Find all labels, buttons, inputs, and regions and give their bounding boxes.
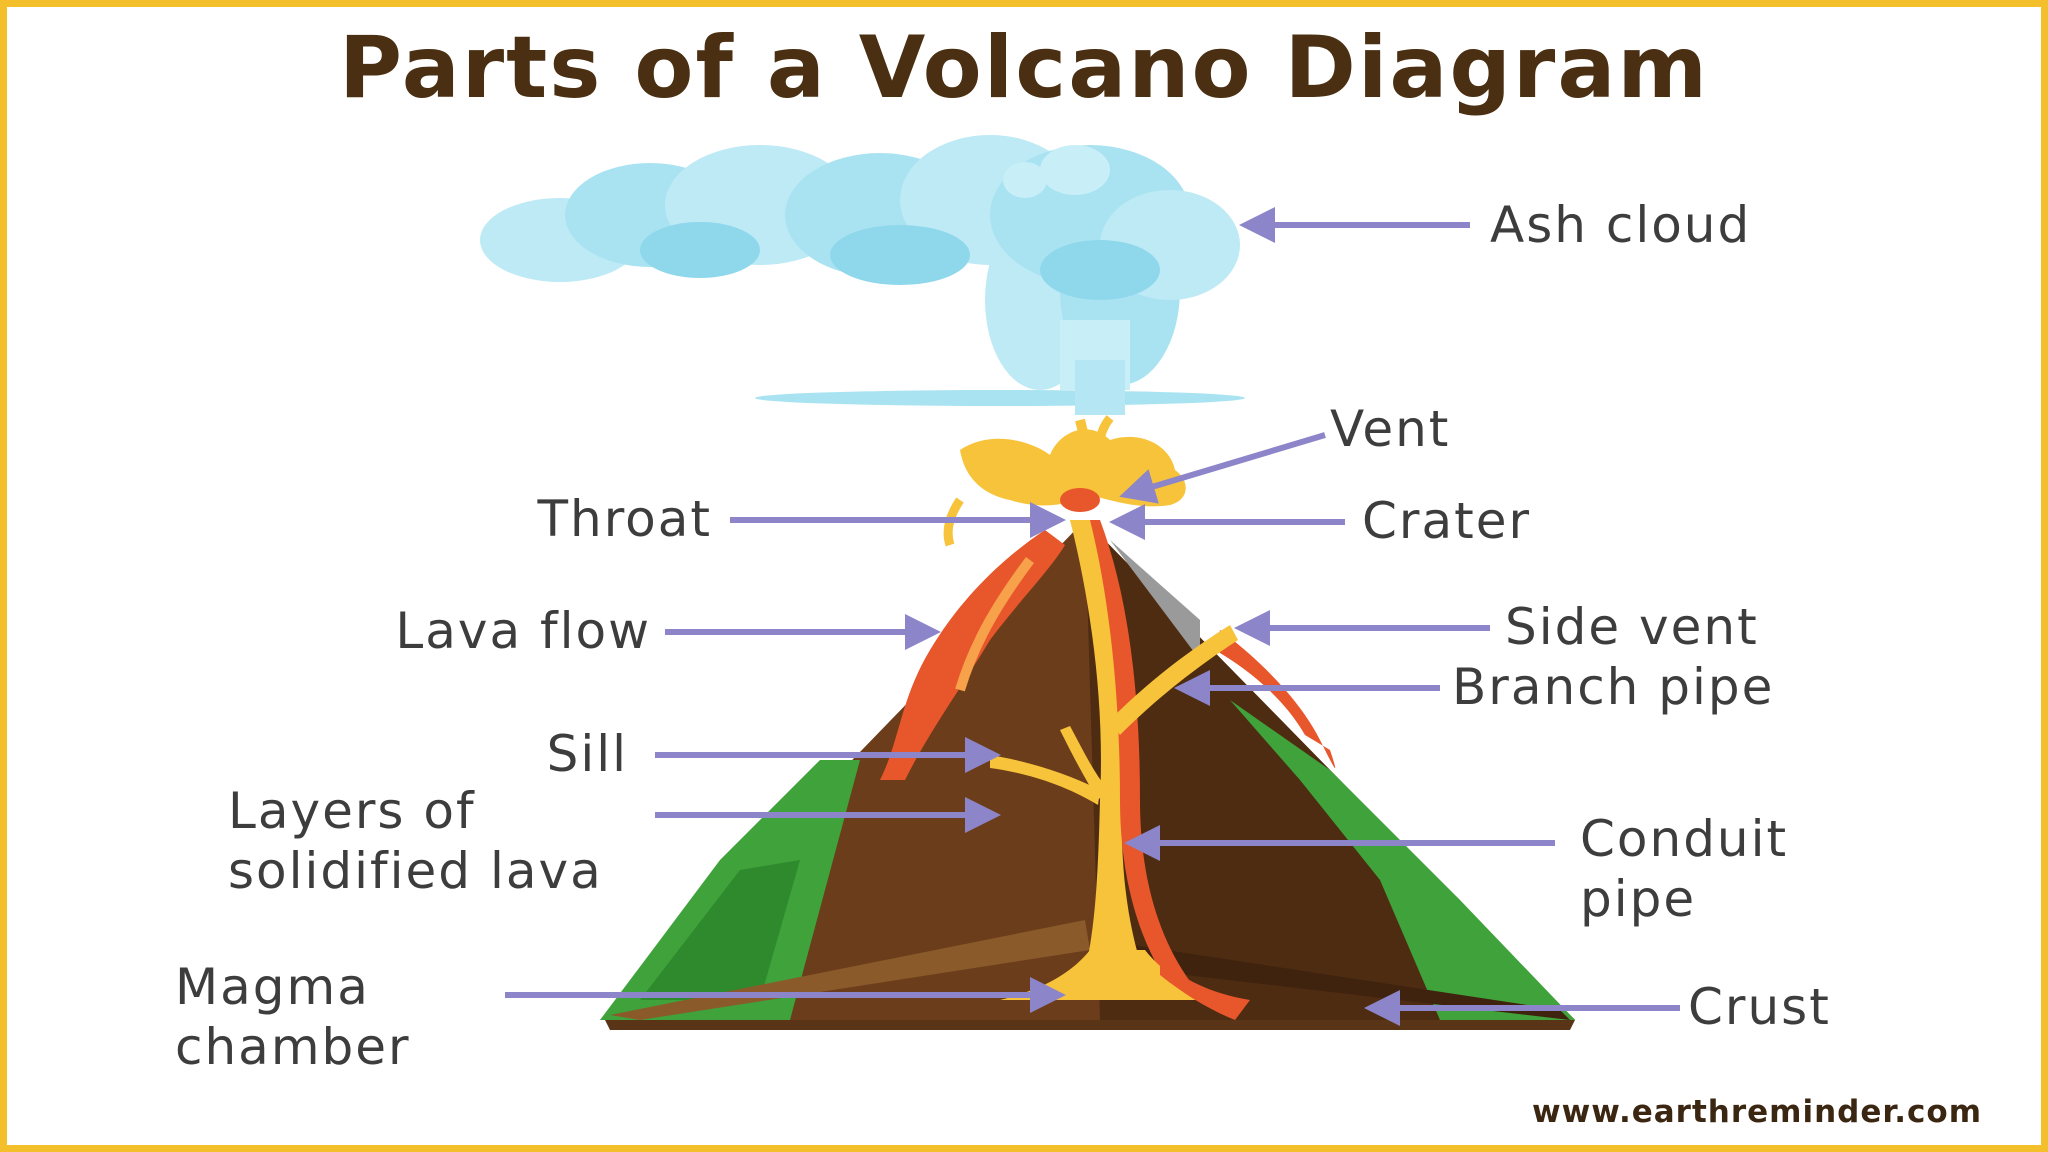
label-side-vent: Side vent	[1505, 598, 1759, 656]
label-magma-line1: Magma	[175, 958, 370, 1016]
label-crater: Crater	[1362, 492, 1532, 550]
label-throat: Throat	[537, 490, 712, 548]
label-layers-line2: solidified lava	[228, 842, 603, 900]
label-branch-pipe: Branch pipe	[1452, 658, 1775, 716]
label-layers-line1: Layers of	[228, 782, 476, 840]
label-conduit-line1: Conduit	[1580, 810, 1789, 868]
ash-cloud-graphic	[480, 135, 1245, 415]
vent-eruption-graphic	[943, 415, 1186, 547]
label-conduit-line2: pipe	[1580, 870, 1697, 928]
label-vent: Vent	[1330, 400, 1451, 458]
label-crust: Crust	[1688, 978, 1831, 1036]
label-sill: Sill	[546, 725, 628, 783]
crust-graphic	[605, 1020, 1575, 1030]
pointer-arrows	[505, 207, 1680, 1026]
label-ash-cloud: Ash cloud	[1490, 196, 1752, 254]
volcano-body-graphic	[600, 520, 1575, 1020]
diagram-title: Parts of a Volcano Diagram	[338, 18, 1709, 118]
label-lava-flow: Lava flow	[395, 602, 651, 660]
label-magma-line2: chamber	[175, 1018, 411, 1076]
arrow-vent	[1119, 432, 1326, 504]
watermark-url: www.earthreminder.com	[1532, 1094, 1982, 1130]
